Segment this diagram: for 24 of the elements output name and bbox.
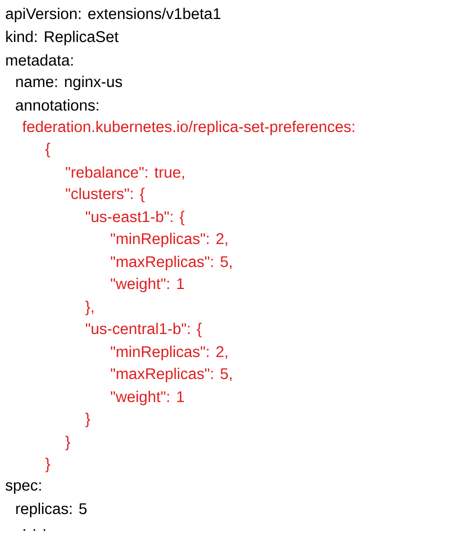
code-line: name: nginx-us bbox=[16, 76, 122, 90]
code-line: spec: bbox=[6, 482, 41, 494]
code-line: . . . bbox=[24, 529, 46, 531]
code-line: federation.kubernetes.io/replica-set-preferences: bbox=[22, 120, 354, 136]
code-line: "rebalance": true, bbox=[66, 166, 184, 180]
code-line: "weight": 1 bbox=[110, 390, 184, 406]
code-line: "minReplicas": 2, bbox=[110, 232, 228, 248]
code-line: "maxReplicas": 5, bbox=[110, 256, 232, 270]
code-line: annotations: bbox=[16, 99, 98, 111]
code-line: "us-east1-b": { bbox=[86, 210, 184, 226]
code-line: "minReplicas": 2, bbox=[110, 346, 228, 360]
code-line: "maxReplicas": 5, bbox=[110, 368, 232, 382]
code-line: replicas: 5 bbox=[16, 502, 87, 518]
code-line: } bbox=[65, 436, 70, 450]
code-line: kind: ReplicaSet bbox=[6, 30, 118, 46]
code-line: metadata: bbox=[6, 54, 73, 66]
code-line: "weight": 1 bbox=[110, 278, 184, 292]
code-line: "us-central1-b": { bbox=[86, 322, 202, 338]
code-line: } bbox=[45, 458, 50, 472]
code-line: } bbox=[85, 412, 90, 428]
code-line: apiVersion: extensions/v1beta1 bbox=[6, 8, 220, 22]
code-line: }, bbox=[85, 300, 94, 316]
code-line: { bbox=[45, 142, 50, 158]
code-line: "clusters": { bbox=[66, 188, 145, 202]
